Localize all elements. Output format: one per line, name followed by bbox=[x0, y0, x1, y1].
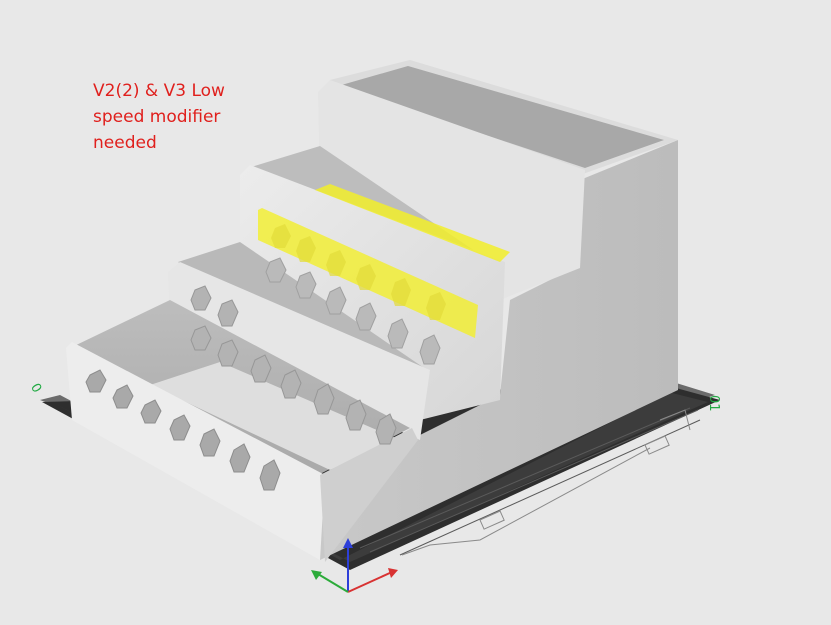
plate-marker-right: 01 bbox=[706, 395, 721, 412]
annotation-line-3: needed bbox=[93, 133, 157, 153]
low-speed-modifier[interactable] bbox=[258, 184, 510, 338]
model-organizer[interactable] bbox=[66, 60, 678, 562]
hex-cutouts-tier3 bbox=[265, 257, 441, 365]
plate-marker-left: 0 bbox=[27, 381, 44, 396]
hex-cutouts-front bbox=[85, 369, 281, 491]
axis-gizmo-icon bbox=[311, 538, 398, 593]
hex-cutouts-tier2 bbox=[190, 285, 397, 445]
annotation-line-2: speed modifier bbox=[93, 107, 221, 127]
annotation-line-1: V2(2) & V3 Low bbox=[93, 81, 225, 101]
annotation-text: V2(2) & V3 Low speed modifier needed bbox=[93, 78, 293, 156]
